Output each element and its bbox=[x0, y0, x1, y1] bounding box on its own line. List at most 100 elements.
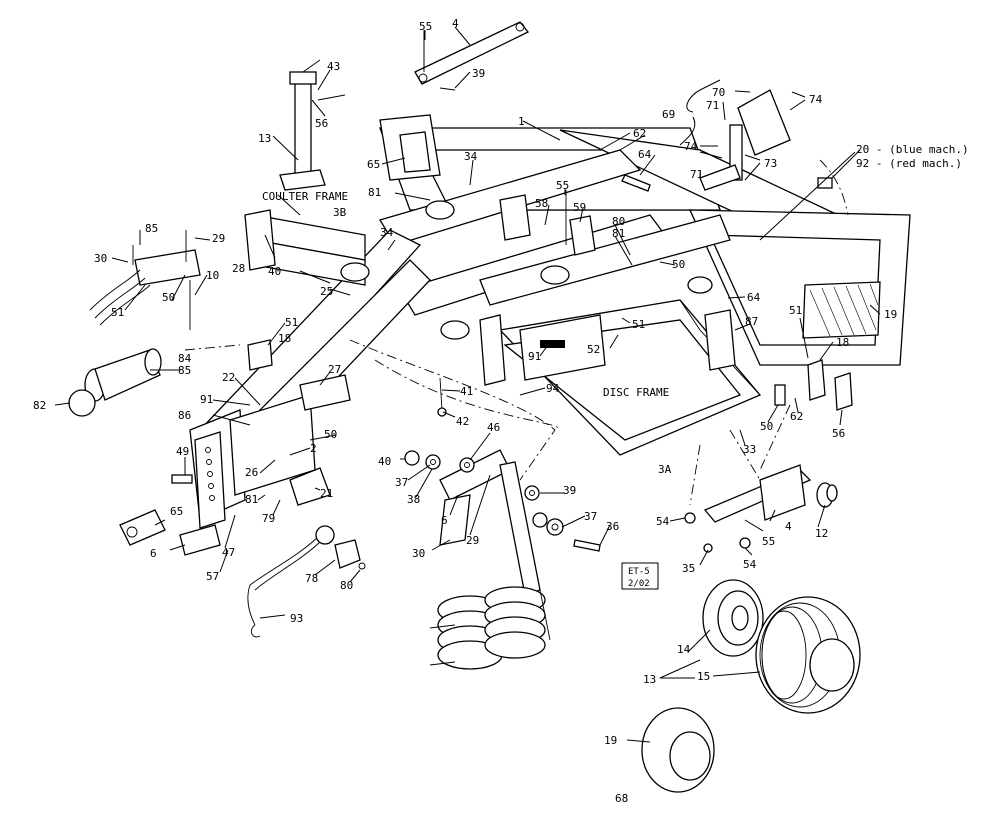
part-label: 26 bbox=[245, 466, 258, 479]
part-label: 51 bbox=[632, 318, 645, 331]
stamp-date: 2/02 bbox=[628, 579, 650, 589]
part-label: 6 bbox=[441, 514, 448, 527]
panel-hatching bbox=[809, 283, 879, 337]
part-label: 38 bbox=[407, 493, 420, 506]
part-label: 52 bbox=[587, 343, 600, 356]
part-label: 41 bbox=[460, 385, 473, 398]
captions: COULTER FRAME DISC FRAME 20 - (blue mach… bbox=[262, 143, 969, 399]
part-label: 71 bbox=[706, 99, 719, 112]
part-label: 78 bbox=[305, 572, 318, 585]
part-label: 50 bbox=[324, 428, 337, 441]
part-label: 43 bbox=[327, 60, 340, 73]
part-label: 91 bbox=[528, 350, 541, 363]
part-label: 13 bbox=[258, 132, 271, 145]
part-label: 30 bbox=[412, 547, 425, 560]
part-label: 65 bbox=[170, 505, 183, 518]
part-label: 22 bbox=[222, 371, 235, 384]
part-label: 86 bbox=[178, 409, 191, 422]
part-label: 85 bbox=[178, 364, 191, 377]
part-label: 80 bbox=[340, 579, 353, 592]
part-label: 56 bbox=[315, 117, 328, 130]
part-label: 39 bbox=[472, 67, 485, 80]
part-label: 12 bbox=[815, 527, 828, 540]
part-label: 25 bbox=[320, 285, 333, 298]
part-label: 58 bbox=[535, 197, 548, 210]
part-label: 70 bbox=[712, 86, 725, 99]
part-label: 65 bbox=[367, 158, 380, 171]
part-label: 55 bbox=[762, 535, 775, 548]
part-label: 30 bbox=[94, 252, 107, 265]
part-label: 40 bbox=[268, 265, 281, 278]
part-label: 3B bbox=[333, 206, 347, 219]
part-label: 10 bbox=[206, 269, 219, 282]
part-label: 49 bbox=[176, 445, 189, 458]
part-label: 81 bbox=[245, 493, 258, 506]
part-label: 51 bbox=[789, 304, 802, 317]
part-label: 27 bbox=[328, 363, 341, 376]
part-label: 2 bbox=[310, 442, 317, 455]
part-label: 68 bbox=[615, 792, 628, 805]
part-label: 50 bbox=[760, 420, 773, 433]
part-label: 47 bbox=[222, 546, 235, 559]
part-label: 29 bbox=[466, 534, 479, 547]
part-label: 19 bbox=[604, 734, 617, 747]
part-label: 57 bbox=[206, 570, 219, 583]
part-label: 4 bbox=[785, 520, 792, 533]
small-parts bbox=[68, 21, 861, 793]
part-label: 50 bbox=[162, 291, 175, 304]
part-label: 51 bbox=[285, 316, 298, 329]
part-label: 73 bbox=[764, 157, 777, 170]
part-label: 87 bbox=[745, 315, 758, 328]
part-label: 80 bbox=[612, 215, 625, 228]
part-label: 19 bbox=[884, 308, 897, 321]
part-label: 54 bbox=[656, 515, 670, 528]
part-label: 21 bbox=[320, 487, 333, 500]
red-machine-note: 92 - (red mach.) bbox=[856, 157, 962, 170]
leader-lines bbox=[54, 26, 881, 743]
part-label: 50 bbox=[672, 258, 685, 271]
part-label: 3A bbox=[658, 463, 672, 476]
part-label: 81 bbox=[612, 227, 625, 240]
part-label: 35 bbox=[682, 562, 695, 575]
part-label: 79 bbox=[262, 512, 275, 525]
part-label: 18 bbox=[278, 332, 291, 345]
part-label: 34 bbox=[464, 150, 478, 163]
part-label: 28 bbox=[232, 262, 245, 275]
part-label: 71 bbox=[690, 168, 703, 181]
part-label: 4 bbox=[452, 17, 459, 30]
part-label: 1 bbox=[518, 115, 525, 128]
part-label: 69 bbox=[662, 108, 675, 121]
part-label: 56 bbox=[832, 427, 845, 440]
part-label: 82 bbox=[33, 399, 46, 412]
part-label: 51 bbox=[111, 306, 124, 319]
part-label: 74 bbox=[684, 140, 698, 153]
part-labels: 55 4 39 43 56 13 1 62 64 65 34 81 55 58 … bbox=[33, 17, 897, 805]
part-label: 54 bbox=[743, 558, 757, 571]
part-label: 18 bbox=[836, 336, 849, 349]
coulter-frame-caption: COULTER FRAME bbox=[262, 190, 348, 203]
part-label: 13 bbox=[643, 673, 656, 686]
part-label: 39 bbox=[563, 484, 576, 497]
part-label: 14 bbox=[677, 643, 691, 656]
part-label: 59 bbox=[573, 201, 586, 214]
part-label: 81 bbox=[368, 186, 381, 199]
part-label: 64 bbox=[638, 148, 652, 161]
part-label: 93 bbox=[290, 612, 303, 625]
part-label: 37 bbox=[395, 476, 408, 489]
assembly-lines bbox=[184, 159, 849, 506]
part-label: 91 bbox=[200, 393, 213, 406]
part-label: 42 bbox=[456, 415, 469, 428]
part-label: 94 bbox=[546, 382, 560, 395]
disc-frame-caption: DISC FRAME bbox=[603, 386, 669, 399]
part-label: 15 bbox=[697, 670, 710, 683]
part-label: 34 bbox=[380, 226, 394, 239]
part-label: 55 bbox=[556, 179, 569, 192]
part-label: 74 bbox=[809, 93, 823, 106]
part-label: 84 bbox=[178, 352, 192, 365]
part-label: 85 bbox=[145, 222, 158, 235]
part-label: 64 bbox=[747, 291, 761, 304]
rolling-basket bbox=[429, 586, 551, 670]
blue-machine-note: 20 - (blue mach.) bbox=[856, 143, 969, 156]
part-label: 37 bbox=[584, 510, 597, 523]
